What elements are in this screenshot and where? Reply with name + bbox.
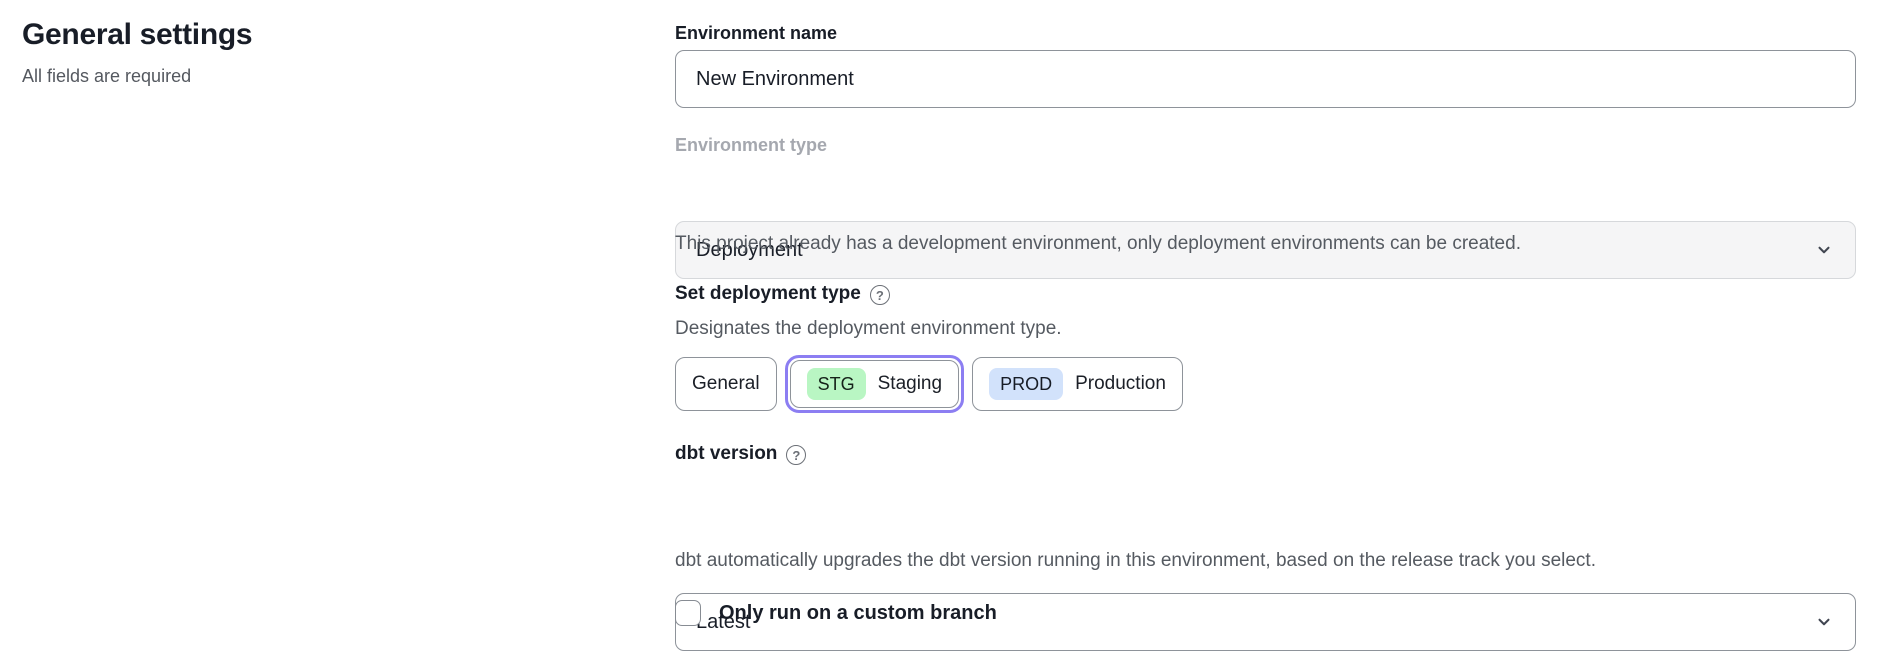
chevron-down-icon bbox=[1815, 241, 1833, 259]
deployment-type-selected-ring: STG Staging bbox=[784, 355, 965, 413]
environment-type-helper: This project already has a development e… bbox=[675, 233, 1521, 254]
staging-badge: STG bbox=[806, 368, 866, 400]
page-title: General settings bbox=[22, 18, 253, 51]
environment-name-label: Environment name bbox=[675, 23, 838, 43]
environment-type-select: Deployment bbox=[675, 221, 1856, 279]
environment-name-input[interactable] bbox=[675, 50, 1856, 108]
deployment-type-general-button[interactable]: General bbox=[675, 357, 777, 411]
dbt-version-value: Latest bbox=[696, 610, 751, 633]
custom-branch-checkbox[interactable] bbox=[675, 600, 701, 626]
deployment-type-helper: Designates the deployment environment ty… bbox=[675, 318, 1062, 339]
environment-settings-form: Environment name Environment type Deploy… bbox=[675, 0, 1856, 660]
environment-type-value: Deployment bbox=[696, 238, 803, 261]
custom-branch-label[interactable]: Only run on a custom branch bbox=[719, 601, 997, 624]
help-icon[interactable]: ? bbox=[869, 285, 890, 305]
production-badge: PROD bbox=[989, 368, 1064, 400]
page-subtitle: All fields are required bbox=[22, 66, 192, 86]
custom-branch-row: Only run on a custom branch bbox=[675, 600, 1856, 626]
dbt-version-helper: dbt automatically upgrades the dbt versi… bbox=[675, 550, 1596, 571]
deployment-type-label: Set deployment type ? bbox=[675, 283, 1856, 305]
page-header: General settings All fields are required bbox=[22, 18, 582, 87]
dbt-version-select[interactable]: Latest bbox=[675, 593, 1856, 651]
deployment-type-options: General STG Staging PROD Production bbox=[675, 352, 1856, 416]
deployment-type-staging-button[interactable]: STG Staging bbox=[789, 360, 960, 408]
chevron-down-icon bbox=[1815, 613, 1833, 631]
help-icon[interactable]: ? bbox=[786, 445, 807, 465]
deployment-type-production-button[interactable]: PROD Production bbox=[972, 357, 1183, 411]
dbt-version-label: dbt version ? bbox=[675, 443, 1856, 465]
environment-type-label: Environment type bbox=[675, 135, 828, 155]
